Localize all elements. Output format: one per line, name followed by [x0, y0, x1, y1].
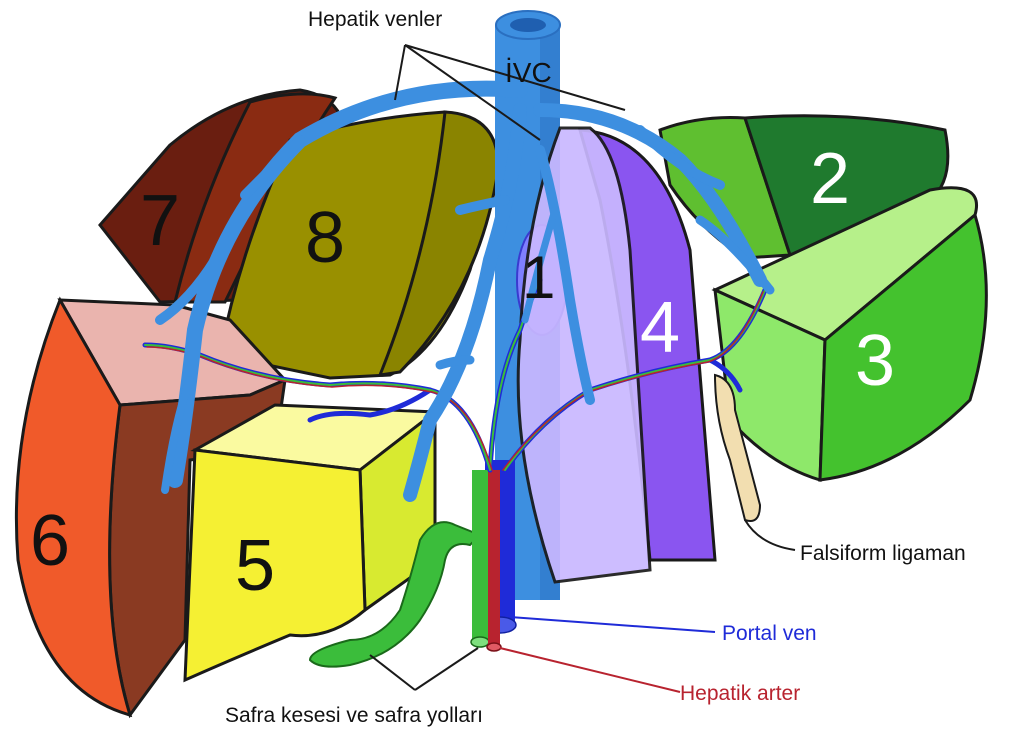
portal-triad [471, 460, 516, 651]
segment-2-number: 2 [810, 139, 850, 219]
ivc-lumen [510, 18, 546, 32]
portal-vein-pointer [510, 617, 715, 632]
falciform-pointer [745, 520, 795, 550]
gallbladder-label: Safra kesesi ve safra yolları [225, 704, 483, 727]
hepatic-artery-trunk [488, 470, 500, 645]
segment-5-number: 5 [235, 526, 275, 606]
segment-4-number: 4 [640, 288, 680, 368]
ivc-label: İVC [505, 57, 552, 88]
bile-duct-trunk [472, 470, 488, 640]
segment-3-number: 3 [855, 321, 895, 401]
segment-6-number: 6 [30, 501, 70, 581]
segment-7-number: 7 [140, 181, 180, 261]
hepatic-artery-end [487, 643, 501, 651]
portal-vein-label: Portal ven [722, 622, 817, 645]
gallbladder-pointer-right [415, 648, 478, 690]
hepatic-artery-label: Hepatik arter [680, 682, 800, 705]
segment-1-number: 1 [522, 244, 555, 311]
falciform-label: Falsiform ligaman [800, 542, 966, 565]
bile-duct-end [471, 637, 489, 647]
hepatic-artery-pointer [500, 648, 680, 692]
gallbladder-pointer-left [370, 655, 415, 690]
segment-8-number: 8 [305, 198, 345, 278]
hepatic-veins-label: Hepatik venler [308, 8, 442, 31]
